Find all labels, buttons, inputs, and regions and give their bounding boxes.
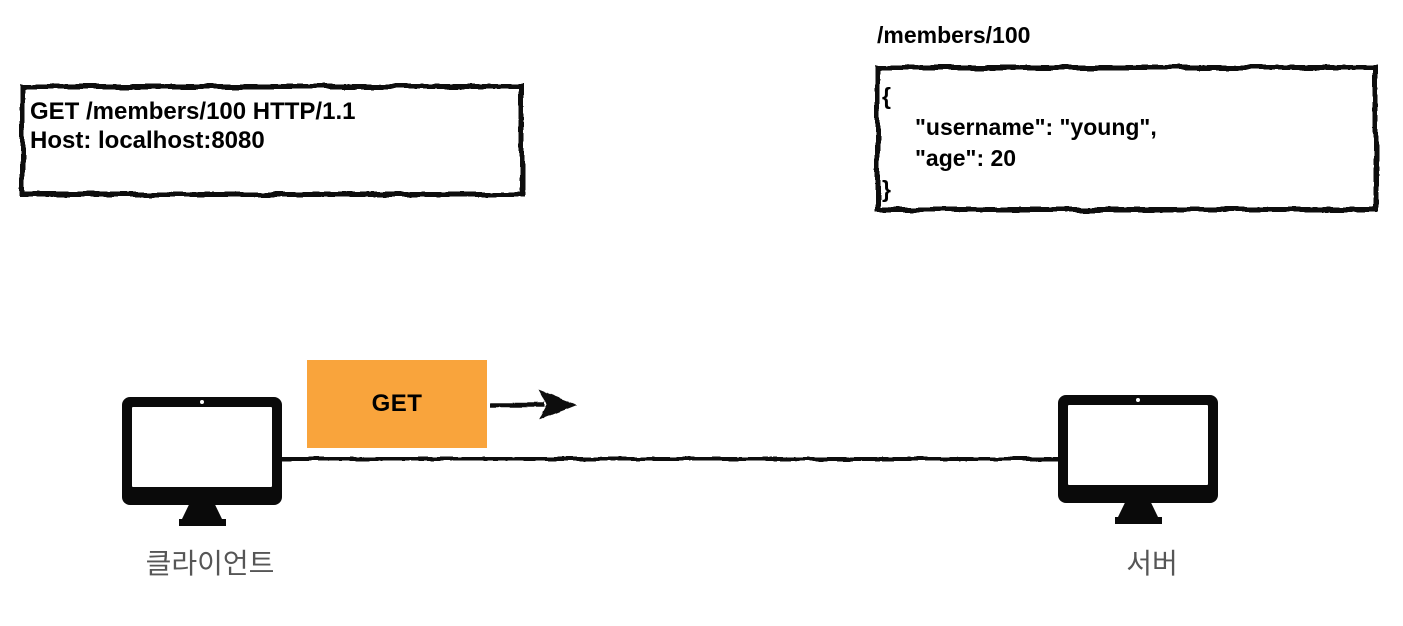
client-label: 클라이언트 [145,548,275,579]
monitor-stand-neck [182,505,222,519]
request-line-host: Host: localhost:8080 [30,127,265,154]
get-method-label: GET [371,390,423,417]
json-age-line: "age": 20 [915,145,1017,171]
response-json-box: { "username": "young", "age": 20 } [875,65,1378,212]
get-method-badge: GET [307,360,487,448]
monitor-screen [132,407,272,487]
monitor-stand-neck [1118,503,1158,517]
monitor-stand-base [1114,517,1162,524]
client-monitor-icon [122,397,282,526]
json-username-line: "username": "young", [915,114,1157,140]
network-connection-line [281,457,1059,461]
json-open-brace: { [882,83,891,109]
request-line-method: GET /members/100 HTTP/1.1 [30,98,356,125]
http-request-box: GET /members/100 HTTP/1.1 Host: localhos… [20,84,524,197]
server-label: 서버 [1126,548,1178,579]
monitor-frame [1058,395,1218,503]
monitor-frame [122,397,282,505]
response-path-label: /members/100 [877,22,1031,48]
camera-dot [200,400,204,404]
server-monitor-icon [1058,395,1218,524]
monitor-stand-base [178,519,226,526]
camera-dot [1136,398,1140,402]
monitor-screen [1068,405,1208,485]
right-arrow-icon [490,390,577,420]
json-close-brace: } [882,176,891,202]
